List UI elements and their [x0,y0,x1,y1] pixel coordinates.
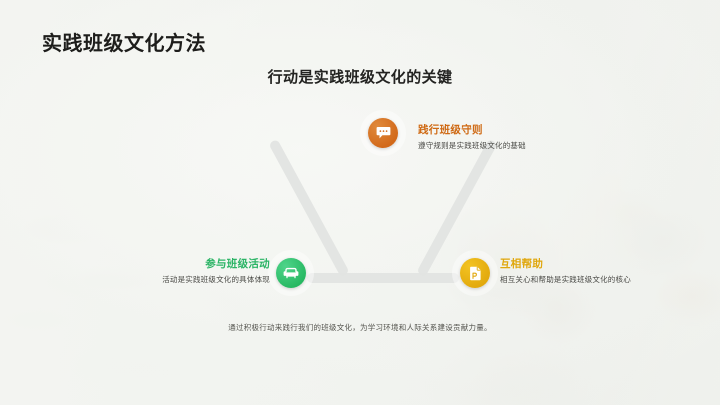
node-label-right-description: 相互关心和帮助是实践班级文化的核心 [500,275,631,284]
node-label-left-description: 活动是实践班级文化的具体体现 [162,275,270,284]
page-title: 实践班级文化方法 [42,33,206,55]
diagram-node-left[interactable] [276,258,306,288]
node-label-top-heading: 践行班级守则 [418,124,483,136]
node-label-left: 参与班级活动 活动是实践班级文化的具体体现 [122,256,270,285]
node-label-right: 互相帮助 相互关心和帮助是实践班级文化的核心 [500,256,631,285]
node-label-top-description: 遵守规则是实践班级文化的基础 [418,141,526,150]
document-icon [469,266,482,281]
diagram-node-right[interactable] [460,258,490,288]
node-label-right-heading: 互相帮助 [500,258,544,270]
connector-bar-bottom [307,273,459,283]
sofa-icon [283,267,299,280]
page-subtitle: 行动是实践班级文化的关键 [267,69,453,86]
node-label-top: 践行班级守则 遵守规则是实践班级文化的基础 [418,122,526,151]
slide-footnote: 通过积极行动来践行我们的班级文化，为学习环境和人际关系建设贡献力量。 [228,323,492,332]
triangle-diagram [268,110,498,298]
diagram-node-top[interactable] [368,118,398,148]
node-label-left-heading: 参与班级活动 [205,258,270,270]
speech-bubble-icon [376,126,391,140]
